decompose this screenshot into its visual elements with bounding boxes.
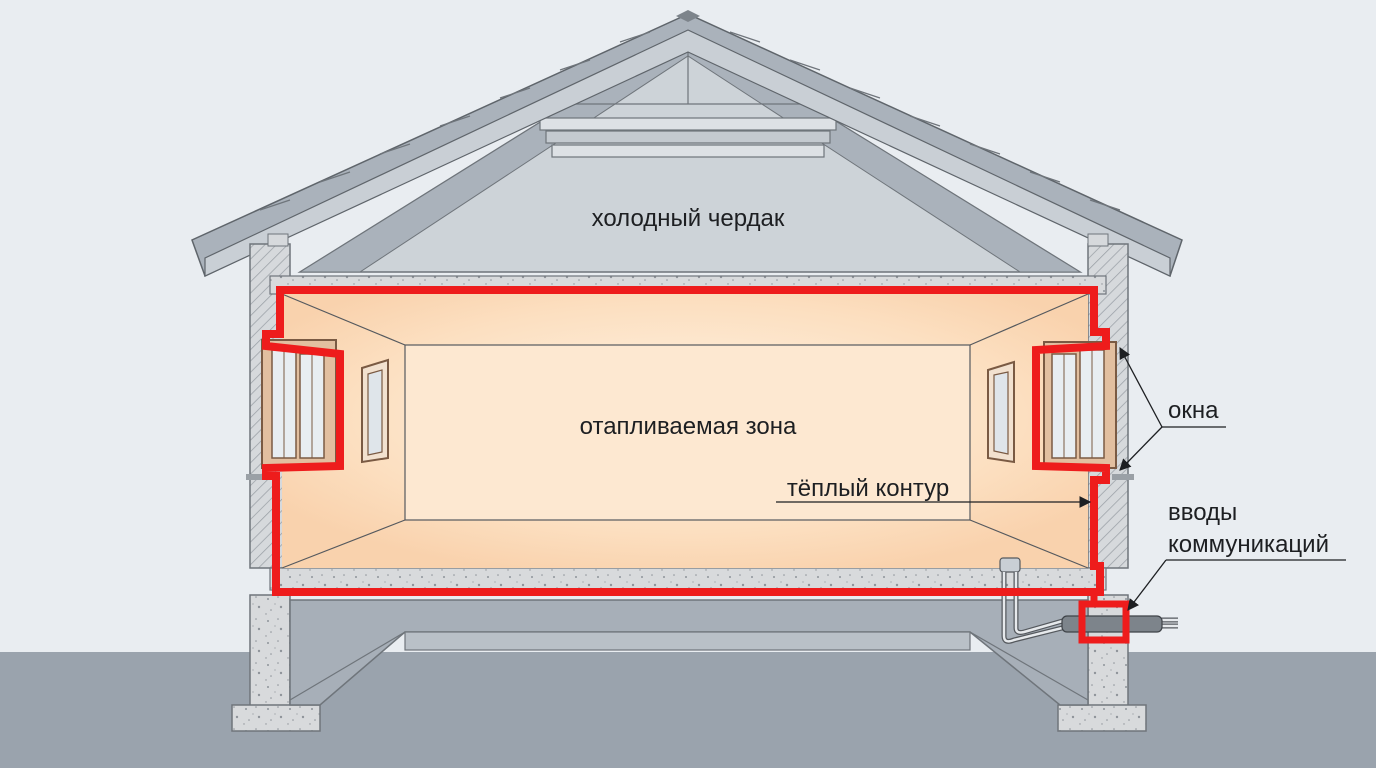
heated-zone	[281, 293, 1089, 569]
foundation	[231, 594, 1147, 732]
warm-contour-line	[262, 286, 1110, 596]
utility-input-contour	[1078, 600, 1130, 644]
ground	[0, 652, 1376, 768]
window-left	[246, 339, 337, 480]
roof	[191, 10, 1183, 278]
inner-window-right	[987, 360, 1015, 464]
utility-pipes	[999, 557, 1178, 644]
label-utility-inputs-1: вводы	[1168, 499, 1237, 526]
label-warm-contour: тёплый контур	[787, 475, 949, 502]
label-utility-inputs-2: коммуникаций	[1168, 531, 1329, 558]
label-cold-attic: холодный чердак	[592, 205, 785, 232]
attic-vent	[539, 117, 837, 158]
callouts	[776, 346, 1346, 611]
inner-window-left	[361, 358, 389, 464]
window-right	[1043, 341, 1134, 480]
label-heated-zone: отапливаемая зона	[580, 413, 797, 440]
label-windows: окна	[1168, 397, 1219, 424]
floor-slab	[269, 567, 1107, 591]
